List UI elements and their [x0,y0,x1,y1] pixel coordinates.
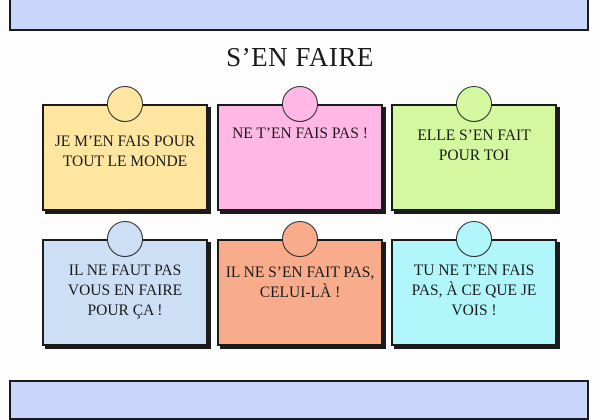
card-elle-sen-fait: ELLE S’EN FAIT POUR TOI [391,86,557,211]
card-il-ne-sen-fait-pas: IL NE S’EN FAIT PAS, CELUI-LÀ ! [217,221,383,346]
card-tu-ne-ten-fais-pas: TU NE T’EN FAIS PAS, À CE QUE JE VOIS ! [391,221,557,346]
card-text: JE M’EN FAIS POUR TOUT LE MONDE [54,133,196,170]
card-il-ne-faut-pas: IL NE FAUT PAS VOUS EN FAIRE POUR ÇA ! [42,221,208,346]
card-text: TU NE T’EN FAIS PAS, À CE QUE JE VOIS ! [411,262,537,319]
page-title: S’EN FAIRE [226,42,374,72]
card-text: ELLE S’EN FAIT POUR TOI [417,127,531,164]
card-text: NE T’EN FAIS PAS ! [232,125,368,142]
bottom-banner [9,380,589,420]
top-banner [9,0,589,31]
card-text: IL NE S’EN FAIT PAS, CELUI-LÀ ! [225,264,375,301]
card-je-men-fais: JE M’EN FAIS POUR TOUT LE MONDE [42,86,208,211]
card-ne-ten-fais-pas: NE T’EN FAIS PAS ! [217,86,383,211]
card-text: IL NE FAUT PAS VOUS EN FAIRE POUR ÇA ! [67,262,183,319]
